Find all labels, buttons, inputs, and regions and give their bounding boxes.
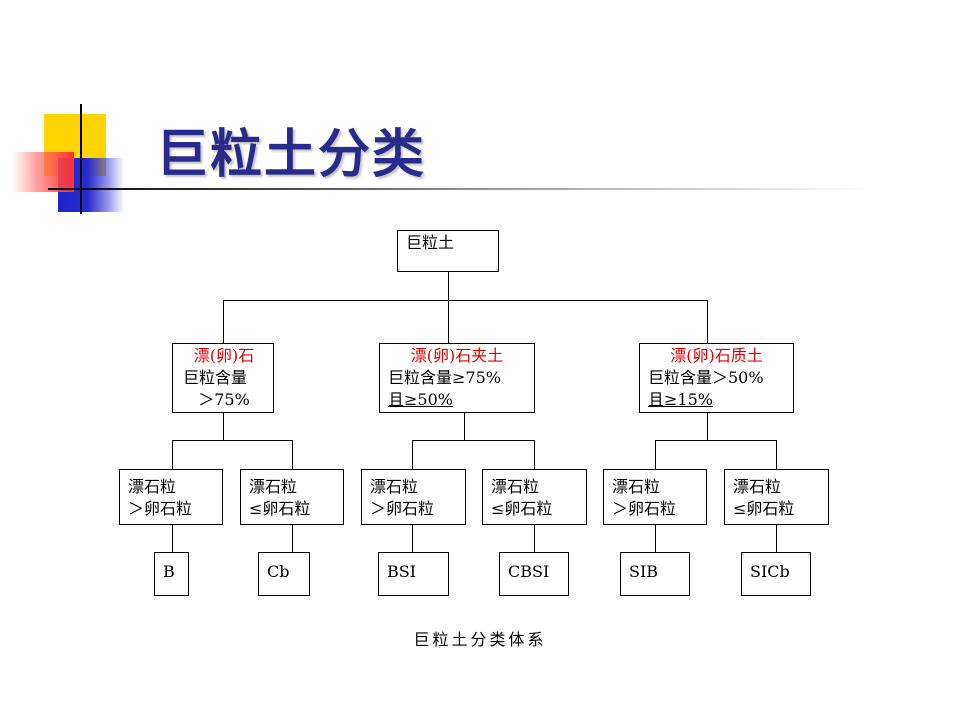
child-node-3: 漂石粒 ＞卵石粒 [361, 469, 466, 525]
group-criterion: 巨粒含量≥75% [388, 368, 501, 387]
child-line: ≤卵石粒 [491, 499, 553, 518]
code-node-1: B [154, 552, 189, 596]
code-label: SIB [629, 562, 659, 581]
child-line: ＞卵石粒 [128, 499, 193, 518]
child-line: 漂石粒 [491, 477, 540, 496]
child-node-1: 漂石粒 ＞卵石粒 [119, 469, 223, 525]
root-node: 巨粒土 [397, 230, 499, 272]
child-node-6: 漂石粒 ≤卵石粒 [724, 469, 829, 525]
code-node-3: BSI [378, 552, 449, 596]
child-line: ≤卵石粒 [249, 499, 311, 518]
code-label: SICb [750, 562, 790, 581]
group-name: 漂(卵)石夹土 [410, 346, 504, 365]
group-node-2: 漂(卵)石夹土 巨粒含量≥75% 且≥50% [379, 343, 535, 413]
code-node-5: SIB [620, 552, 690, 596]
child-node-2: 漂石粒 ≤卵石粒 [240, 469, 344, 525]
page-title: 巨粒土分类 [156, 125, 427, 185]
child-node-4: 漂石粒 ≤卵石粒 [482, 469, 587, 525]
group-criterion: 且≥15% [648, 390, 713, 409]
group-name: 漂(卵)石 [193, 346, 255, 365]
group-criterion: ＞75% [198, 390, 250, 409]
title-underline [48, 188, 868, 190]
code-label: CBSI [508, 562, 550, 581]
child-line: 漂石粒 [612, 477, 661, 496]
decor-red-square [12, 152, 74, 192]
child-line: 漂石粒 [733, 477, 782, 496]
group-criterion: 巨粒含量＞50% [648, 368, 764, 387]
code-node-2: Cb [258, 552, 310, 596]
root-label: 巨粒土 [406, 233, 455, 252]
group-node-3: 漂(卵)石质土 巨粒含量＞50% 且≥15% [639, 343, 794, 413]
decor-vertical-line [80, 104, 82, 214]
child-line: ＞卵石粒 [612, 499, 677, 518]
code-node-6: SICb [741, 552, 811, 596]
group-node-1: 漂(卵)石 巨粒含量 ＞75% [172, 343, 274, 413]
group-criterion: 巨粒含量 [183, 368, 248, 387]
child-line: 漂石粒 [128, 477, 177, 496]
child-line: 漂石粒 [370, 477, 419, 496]
code-label: Cb [267, 562, 290, 581]
code-node-4: CBSI [499, 552, 569, 596]
code-label: B [163, 562, 175, 581]
child-node-5: 漂石粒 ＞卵石粒 [603, 469, 707, 525]
child-line: ≤卵石粒 [733, 499, 795, 518]
diagram-caption: 巨粒土分类体系 [413, 630, 547, 649]
child-line: 漂石粒 [249, 477, 298, 496]
group-criterion: 且≥50% [388, 390, 453, 409]
child-line: ＞卵石粒 [370, 499, 435, 518]
code-label: BSI [387, 562, 417, 581]
group-name: 漂(卵)石质土 [670, 346, 763, 365]
